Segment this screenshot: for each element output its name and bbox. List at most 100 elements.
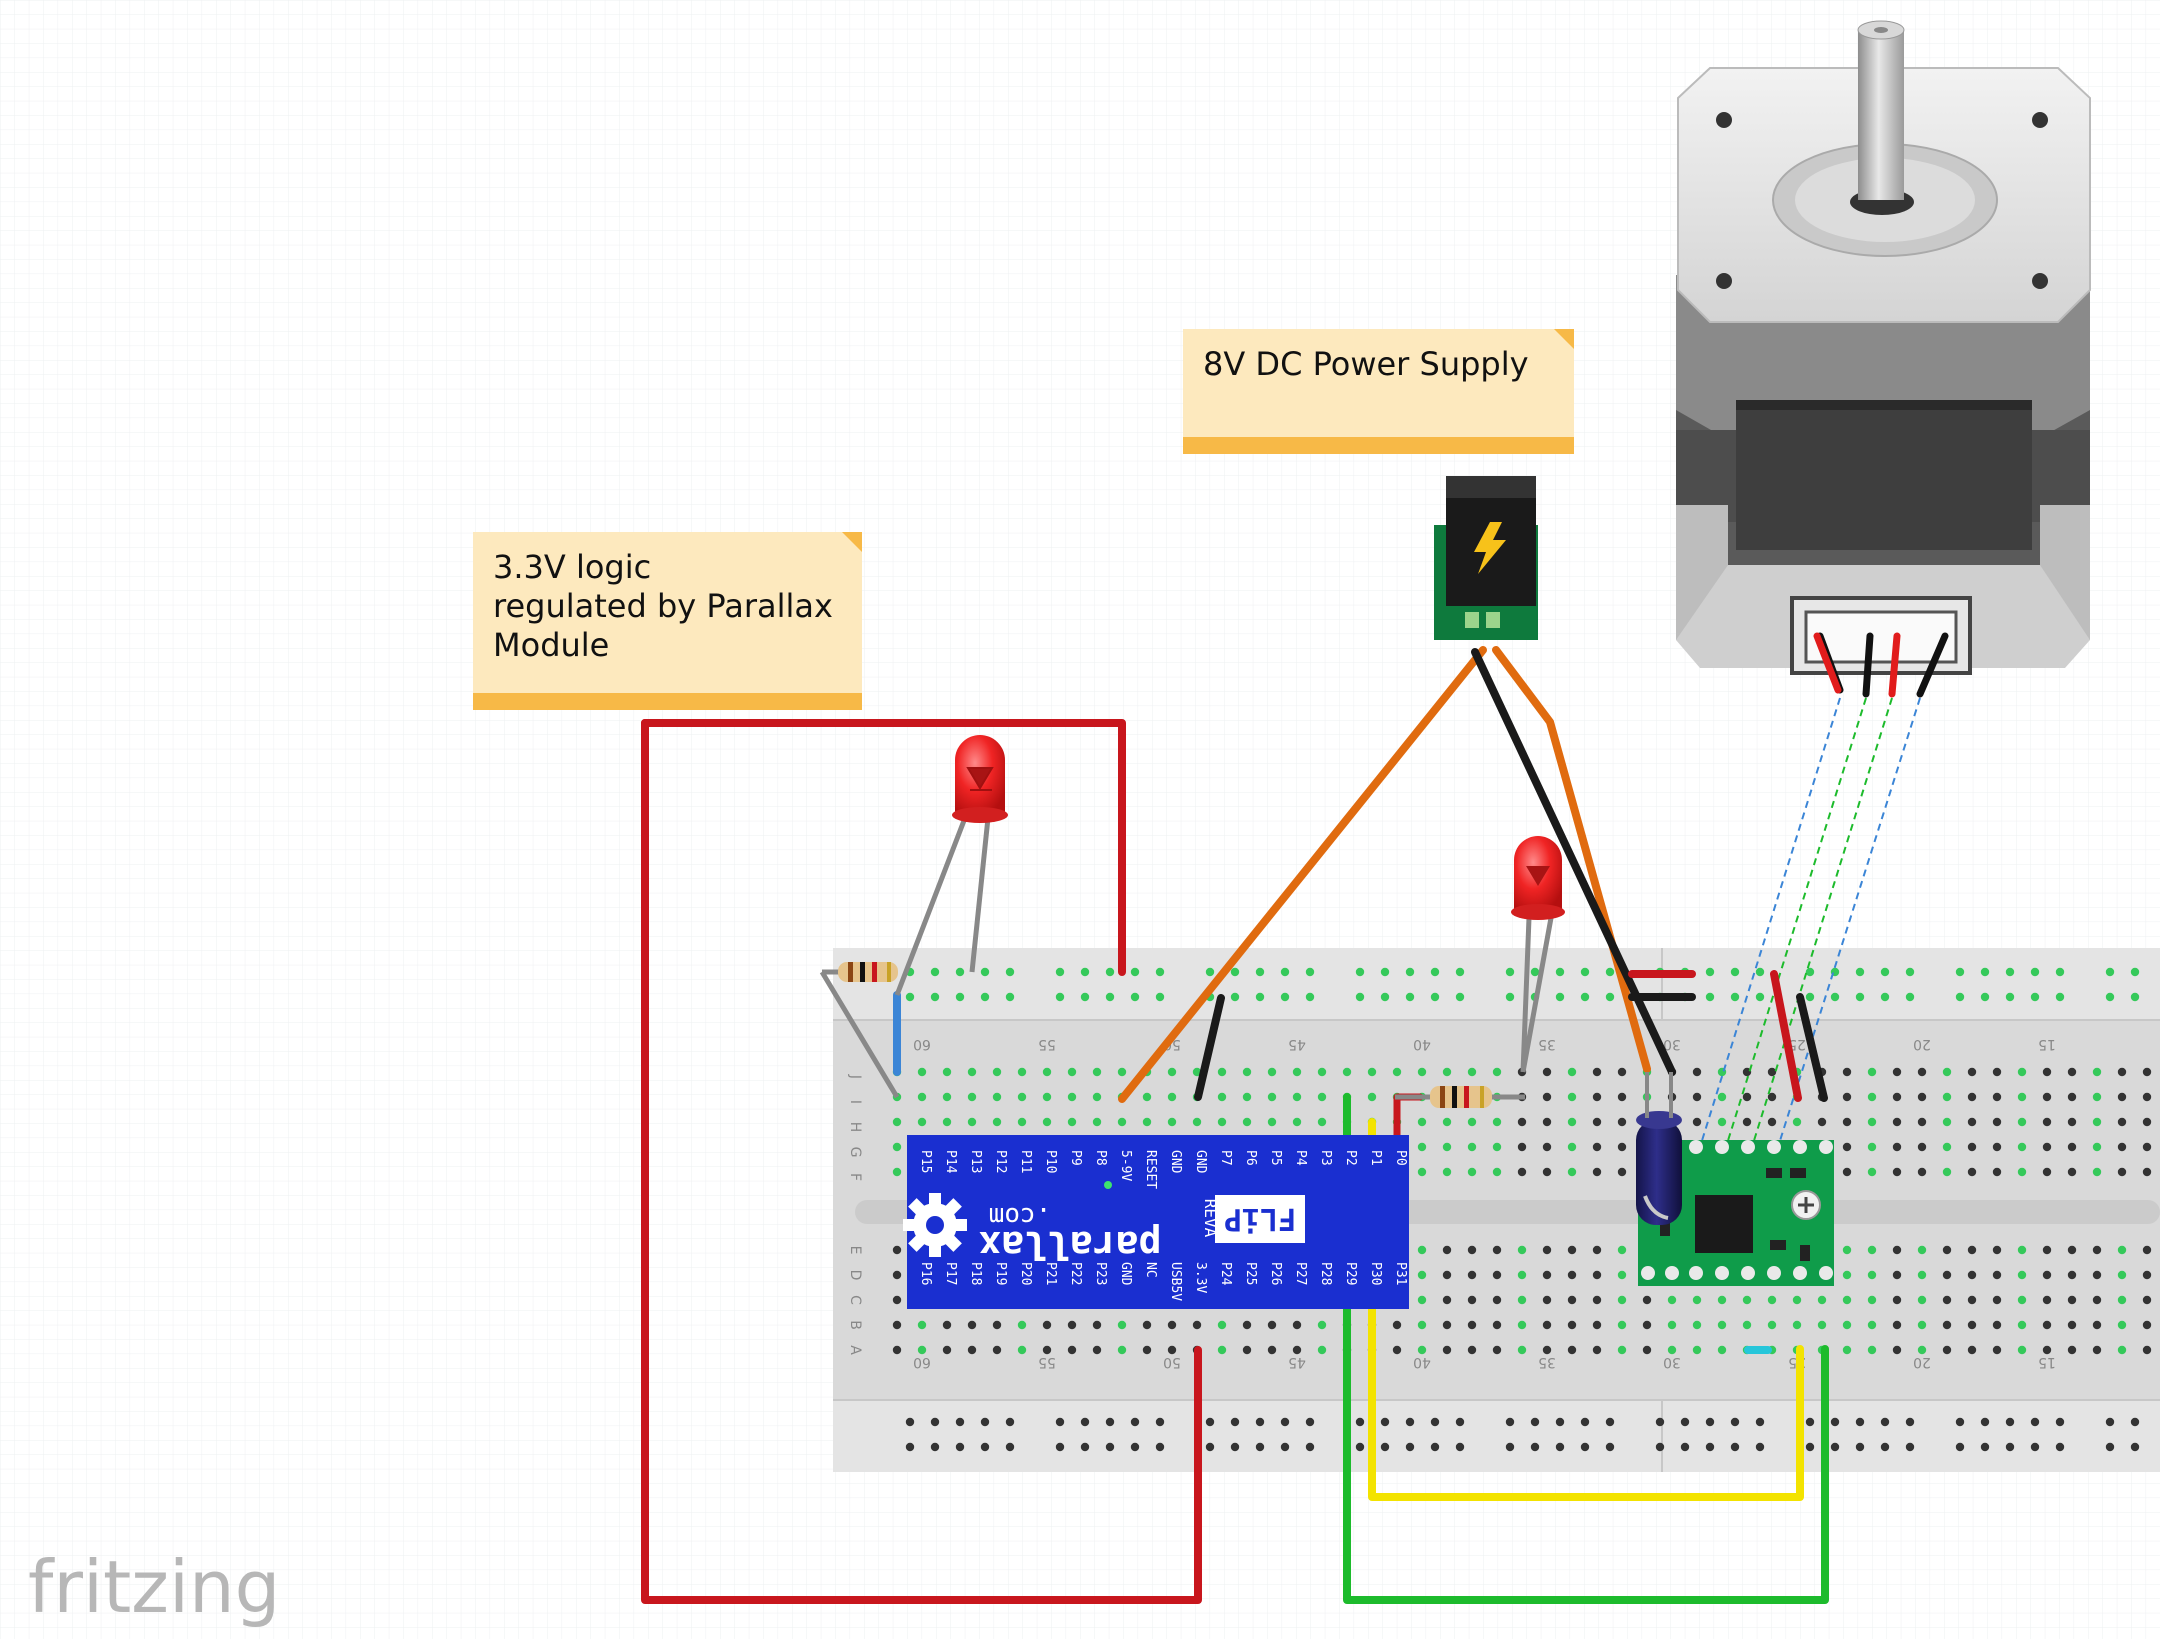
breadboard-hole[interactable] — [1842, 1345, 1852, 1355]
breadboard-hole[interactable] — [1805, 992, 1815, 1002]
breadboard-hole[interactable] — [1367, 1067, 1377, 1077]
breadboard-hole[interactable] — [1580, 1417, 1590, 1427]
breadboard-hole[interactable] — [1967, 1092, 1977, 1102]
breadboard-hole[interactable] — [1617, 1067, 1627, 1077]
breadboard-hole[interactable] — [1967, 1167, 1977, 1177]
breadboard-hole[interactable] — [905, 1442, 915, 1452]
breadboard-hole[interactable] — [1105, 1442, 1115, 1452]
breadboard-hole[interactable] — [992, 1067, 1002, 1077]
red-wire-top[interactable] — [641, 719, 1126, 976]
breadboard-hole[interactable] — [1442, 1320, 1452, 1330]
breadboard-hole[interactable] — [992, 1320, 1002, 1330]
breadboard-hole[interactable] — [967, 1117, 977, 1127]
breadboard-hole[interactable] — [1292, 1345, 1302, 1355]
breadboard-hole[interactable] — [955, 992, 965, 1002]
breadboard-hole[interactable] — [892, 1345, 902, 1355]
breadboard-hole[interactable] — [1117, 1345, 1127, 1355]
breadboard-hole[interactable] — [1280, 1442, 1290, 1452]
breadboard-hole[interactable] — [1317, 1092, 1327, 1102]
breadboard-hole[interactable] — [1617, 1117, 1627, 1127]
breadboard-hole[interactable] — [2117, 1345, 2127, 1355]
breadboard-hole[interactable] — [1867, 1117, 1877, 1127]
breadboard-hole[interactable] — [1117, 1117, 1127, 1127]
breadboard-hole[interactable] — [1467, 1142, 1477, 1152]
breadboard-hole[interactable] — [1880, 992, 1890, 1002]
breadboard-hole[interactable] — [1730, 1417, 1740, 1427]
breadboard-hole[interactable] — [1292, 1092, 1302, 1102]
breadboard-hole[interactable] — [1205, 967, 1215, 977]
breadboard-hole[interactable] — [1380, 992, 1390, 1002]
breadboard-hole[interactable] — [1980, 967, 1990, 977]
breadboard-hole[interactable] — [1505, 992, 1515, 1002]
breadboard-hole[interactable] — [1405, 992, 1415, 1002]
breadboard-hole[interactable] — [1417, 1245, 1427, 1255]
breadboard-hole[interactable] — [1505, 967, 1515, 977]
breadboard-hole[interactable] — [2067, 1092, 2077, 1102]
breadboard-hole[interactable] — [1980, 992, 1990, 1002]
breadboard-hole[interactable] — [1717, 1295, 1727, 1305]
breadboard-hole[interactable] — [1567, 1117, 1577, 1127]
breadboard-hole[interactable] — [892, 1295, 902, 1305]
breadboard-hole[interactable] — [1292, 1117, 1302, 1127]
black-jumper-driver[interactable] — [1796, 993, 1828, 1102]
breadboard-hole[interactable] — [1842, 1067, 1852, 1077]
breadboard-hole[interactable] — [1667, 1295, 1677, 1305]
breadboard-hole[interactable] — [1867, 1245, 1877, 1255]
breadboard-hole[interactable] — [1317, 1067, 1327, 1077]
breadboard-hole[interactable] — [1080, 1442, 1090, 1452]
breadboard-hole[interactable] — [1705, 992, 1715, 1002]
breadboard-hole[interactable] — [2042, 1295, 2052, 1305]
breadboard-hole[interactable] — [1867, 1270, 1877, 1280]
breadboard-hole[interactable] — [1442, 1142, 1452, 1152]
breadboard-hole[interactable] — [955, 1417, 965, 1427]
breadboard-hole[interactable] — [1617, 1295, 1627, 1305]
breadboard-hole[interactable] — [2067, 1345, 2077, 1355]
breadboard-hole[interactable] — [1280, 967, 1290, 977]
breadboard-hole[interactable] — [2005, 1417, 2015, 1427]
breadboard-hole[interactable] — [1255, 992, 1265, 1002]
breadboard-hole[interactable] — [1280, 992, 1290, 1002]
breadboard-hole[interactable] — [1342, 1067, 1352, 1077]
breadboard-hole[interactable] — [1867, 1167, 1877, 1177]
breadboard-hole[interactable] — [1692, 1345, 1702, 1355]
breadboard-hole[interactable] — [1967, 1067, 1977, 1077]
breadboard-hole[interactable] — [2117, 1142, 2127, 1152]
breadboard-hole[interactable] — [1817, 1295, 1827, 1305]
breadboard-hole[interactable] — [1892, 1167, 1902, 1177]
breadboard-hole[interactable] — [2142, 1117, 2152, 1127]
breadboard-hole[interactable] — [2005, 992, 2015, 1002]
breadboard-hole[interactable] — [1130, 1417, 1140, 1427]
breadboard-hole[interactable] — [1605, 1417, 1615, 1427]
breadboard-hole[interactable] — [2005, 967, 2015, 977]
breadboard-hole[interactable] — [892, 1245, 902, 1255]
breadboard-hole[interactable] — [917, 1345, 927, 1355]
breadboard-hole[interactable] — [1242, 1117, 1252, 1127]
breadboard-hole[interactable] — [1317, 1117, 1327, 1127]
breadboard-hole[interactable] — [1567, 1245, 1577, 1255]
breadboard-hole[interactable] — [1417, 1295, 1427, 1305]
breadboard-hole[interactable] — [1467, 1117, 1477, 1127]
breadboard-hole[interactable] — [1155, 992, 1165, 1002]
breadboard-hole[interactable] — [1492, 1142, 1502, 1152]
breadboard-hole[interactable] — [1917, 1245, 1927, 1255]
breadboard-hole[interactable] — [2030, 992, 2040, 1002]
breadboard-hole[interactable] — [1167, 1345, 1177, 1355]
breadboard-hole[interactable] — [1980, 1442, 1990, 1452]
breadboard-hole[interactable] — [992, 1345, 1002, 1355]
breadboard-hole[interactable] — [1942, 1142, 1952, 1152]
breadboard-hole[interactable] — [2105, 1417, 2115, 1427]
breadboard-hole[interactable] — [1967, 1117, 1977, 1127]
breadboard-hole[interactable] — [1517, 1117, 1527, 1127]
breadboard-hole[interactable] — [1067, 1092, 1077, 1102]
breadboard-hole[interactable] — [1430, 1442, 1440, 1452]
breadboard-hole[interactable] — [1917, 1320, 1927, 1330]
breadboard-hole[interactable] — [917, 1320, 927, 1330]
breadboard-hole[interactable] — [2092, 1067, 2102, 1077]
breadboard-hole[interactable] — [1267, 1320, 1277, 1330]
breadboard-hole[interactable] — [1692, 1117, 1702, 1127]
breadboard-hole[interactable] — [1130, 967, 1140, 977]
breadboard-hole[interactable] — [1242, 1067, 1252, 1077]
breadboard-hole[interactable] — [1592, 1295, 1602, 1305]
breadboard-hole[interactable] — [1430, 1417, 1440, 1427]
breadboard-hole[interactable] — [1055, 992, 1065, 1002]
